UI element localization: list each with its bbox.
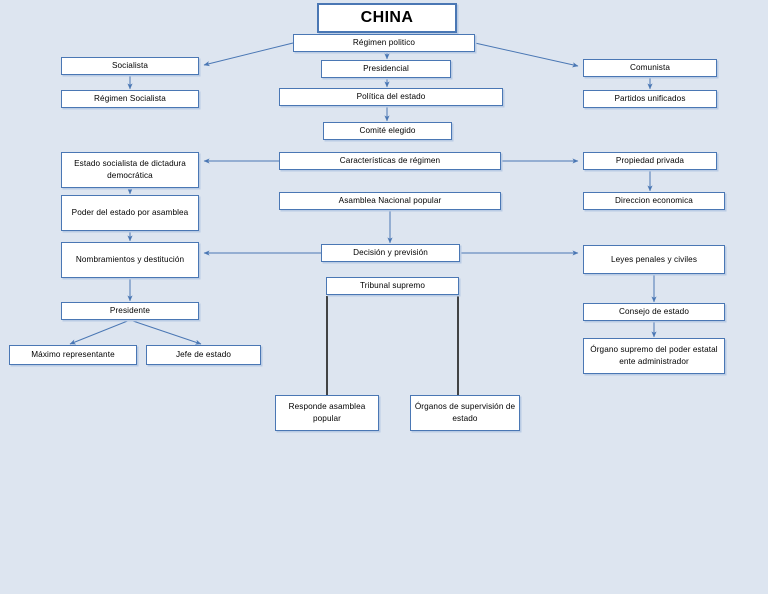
node-regimen-socialista[interactable]: Régimen Socialista — [61, 90, 199, 108]
node-organos-de-supervision-de-estado[interactable]: Órganos de supervisión de estado — [410, 395, 520, 431]
node-poder-del-estado-por-asamblea[interactable]: Poder del estado por asamblea — [61, 195, 199, 231]
node-organo-supremo-poder-estatal[interactable]: Órgano supremo del poder estatal ente ad… — [583, 338, 725, 374]
node-caracteristicas-de-regimen[interactable]: Características de régimen — [279, 152, 501, 170]
node-jefe-de-estado[interactable]: Jefe de estado — [146, 345, 261, 365]
node-comunista[interactable]: Comunista — [583, 59, 717, 77]
node-asamblea-nacional-popular[interactable]: Asamblea Nacional popular — [279, 192, 501, 210]
node-tribunal-supremo[interactable]: Tribunal supremo — [326, 277, 459, 295]
node-china[interactable]: CHINA — [317, 3, 457, 33]
node-direccion-economica[interactable]: Direccion economica — [583, 192, 725, 210]
node-estado-socialista-dictadura[interactable]: Estado socialista de dictadura democráti… — [61, 152, 199, 188]
node-propiedad-privada[interactable]: Propiedad privada — [583, 152, 717, 170]
node-maximo-representante[interactable]: Máximo representante — [9, 345, 137, 365]
node-presidencial[interactable]: Presidencial — [321, 60, 451, 78]
node-regimen-politico[interactable]: Régimen politico — [293, 34, 475, 52]
edge-presidente-jefe — [129, 319, 202, 345]
node-leyes-penales-y-civiles[interactable]: Leyes penales y civiles — [583, 245, 725, 274]
node-partidos-unificados[interactable]: Partidos unificados — [583, 90, 717, 108]
node-responde-asamblea-popular[interactable]: Responde asamblea popular — [275, 395, 379, 431]
node-politica-del-estado[interactable]: Política del estado — [279, 88, 503, 106]
edge-regimen-socialista — [203, 42, 294, 67]
edge-regimen-comunista — [474, 42, 579, 68]
node-nombramientos-y-destitucion[interactable]: Nombramientos y destitución — [61, 242, 199, 278]
edge-presidente-maximo — [69, 319, 131, 345]
node-consejo-de-estado[interactable]: Consejo de estado — [583, 303, 725, 321]
node-socialista[interactable]: Socialista — [61, 57, 199, 75]
node-decision-y-prevision[interactable]: Decisión y previsión — [321, 244, 460, 262]
node-comite-elegido[interactable]: Comité elegido — [323, 122, 452, 140]
node-presidente[interactable]: Presidente — [61, 302, 199, 320]
